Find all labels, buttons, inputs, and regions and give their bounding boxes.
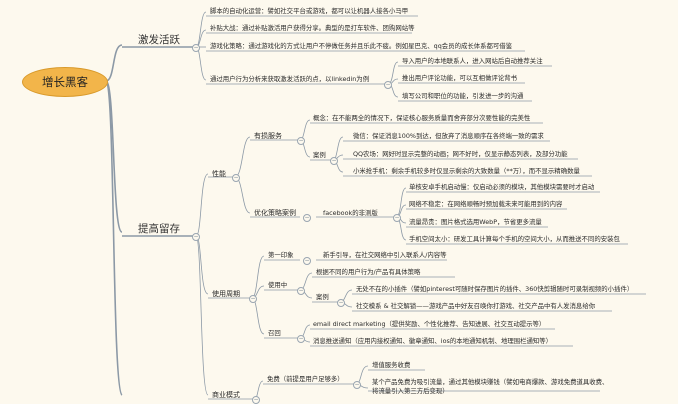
node-concept[interactable]: 概念：在不能两全的情况下，保证核心服务质量而舍弃部分次要性能的完美性 [313,114,531,122]
node-performance[interactable]: 性能 [212,170,226,178]
node-free[interactable]: 免费（前提是用户足够多） [267,375,344,383]
node-facebook[interactable]: facebook的非测版 [323,209,378,217]
collapse-toggle-icon[interactable]: − [249,295,257,303]
node-case-xiaomi[interactable]: 小米抢手机：剩余手机较多时仅显示剩余的大致数量（**万），而不显示精确数量 [353,167,580,175]
node-behavior-1[interactable]: 导入用户的本地联系人，进入网站后自动推荐关注 [402,57,543,65]
node-opt-1[interactable]: 单核安卓手机启动慢：仅启动必须的模块，其他模块需要时才启动 [409,183,595,191]
branch-activate[interactable]: 激发活跃 [138,34,180,46]
node-first-impression[interactable]: 第一印象 [268,251,294,259]
node-opt-strategy[interactable]: 优化策略案例 [254,209,296,217]
node-case-qqfarm[interactable]: QQ农场：网好时显示完整的动画；网不好时，仅显示静态列表，及部分功能 [353,150,568,158]
node-opt-2[interactable]: 网络不稳定：在网络顺畅时预加载未来可能用到的内容 [409,200,563,208]
node-subsidy[interactable]: 补贴大战：通过补贴激活用户获得分享。典型的是打车软件、团购网站等 [210,24,415,32]
node-email[interactable]: email direct marketing（提供奖励、个性化推荐、告知进展、社… [313,320,546,328]
node-lossy-service[interactable]: 有损服务 [254,132,282,140]
node-free-product-cont[interactable]: 将流量引入第三方后变现） [372,387,449,395]
branch-retention[interactable]: 提高留存 [138,223,180,235]
node-widget[interactable]: 无处不在的小插件（譬如pinterest可随时保存图片的插件、360快剪辑随时可… [356,285,634,293]
root-node[interactable]: 增长黑客 [22,67,108,97]
collapse-toggle-icon[interactable]: − [232,174,240,182]
collapse-toggle-icon[interactable]: − [192,233,200,241]
node-vas[interactable]: 增值服务收费 [372,361,411,369]
collapse-toggle-icon[interactable]: − [353,381,361,389]
node-opt-4[interactable]: 手机空间太小：研发工具计算每个手机的空间大小，从而推送不同的安装包 [409,235,620,243]
node-case[interactable]: 案例 [313,151,326,159]
collapse-toggle-icon[interactable]: − [303,214,311,222]
node-social-unlock[interactable]: 社交模系 & 社交解锁——游戏产品中好友召唤你打游戏、社交产品中有人发消息给你 [356,302,596,310]
node-free-product[interactable]: 某个产品免费为吸引流量，通过其他模块赚钱（譬如电商爆款、游戏免费道具收费、 [372,378,609,386]
node-opt-3[interactable]: 流量昂贵：图片格式选用WebP，节省更多流量 [409,218,542,226]
node-behavior-2[interactable]: 推出用户评论功能，可以互相做评论背书 [402,74,518,82]
collapse-toggle-icon[interactable]: − [297,335,305,343]
root-label: 增长黑客 [42,75,88,89]
node-onboarding[interactable]: 新手引导，在社交网络中引入联系人/内容等 [323,251,447,259]
node-behavior[interactable]: 通过用户行为分析来获取激发活跃的点，以linkedin为例 [210,75,370,83]
node-script-ops[interactable]: 脚本的自动化运营：譬如社交平台或游戏，都可以让机器人接各小马甲 [210,7,409,15]
collapse-toggle-icon[interactable]: − [384,81,392,89]
node-usage-cycle[interactable]: 使用周期 [212,290,240,298]
node-in-use[interactable]: 使用中 [268,281,288,289]
collapse-toggle-icon[interactable]: − [393,214,401,222]
collapse-toggle-icon[interactable]: − [330,157,338,165]
node-push[interactable]: 消息推送通知（应用内接权通知、徽章通知、ios的本地通知机制、地理围栏通知等） [313,337,553,345]
collapse-toggle-icon[interactable]: − [252,396,260,404]
collapse-toggle-icon[interactable]: − [297,137,305,145]
node-use-case[interactable]: 案例 [316,293,329,301]
node-business-model[interactable]: 商业模式 [212,391,240,399]
node-gamify[interactable]: 游戏化策略：通过游戏化的方式让用户不停做任务并且乐此不疲。例如星巴克、qq会员的… [210,42,513,50]
collapse-toggle-icon[interactable]: − [297,287,305,295]
collapse-toggle-icon[interactable]: − [192,44,200,52]
collapse-toggle-icon[interactable]: − [337,299,345,307]
collapse-toggle-icon[interactable]: − [303,257,311,265]
node-policy[interactable]: 根据不同的用户行为/产品有具体策略 [316,268,421,276]
node-recall[interactable]: 召回 [268,329,281,337]
node-case-wechat[interactable]: 微信：保证消息100%到达，但放弃了消息顺序在各终端一致的需求 [353,132,544,140]
node-behavior-3[interactable]: 填写公司和职位的功能，引发进一步的沟通 [402,92,524,100]
